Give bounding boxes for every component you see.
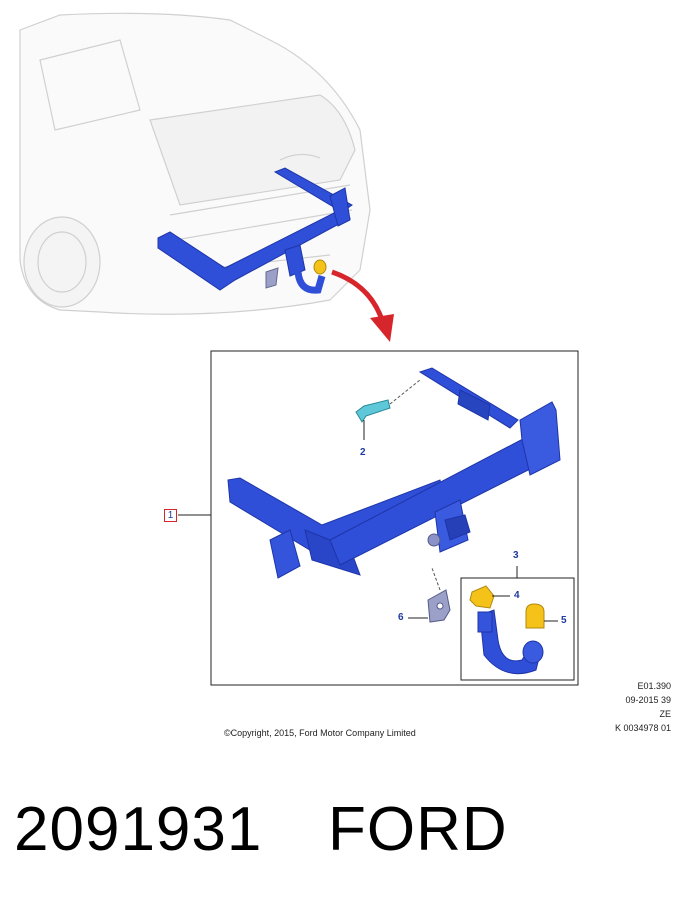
pointer-arrow xyxy=(331,269,394,342)
callout-4: 4 xyxy=(514,590,520,601)
reference-code-3: ZE xyxy=(659,709,671,719)
reference-code-4: K 0034978 01 xyxy=(614,723,671,733)
part-number: 2091931 xyxy=(14,795,263,864)
callout-2: 2 xyxy=(360,447,366,458)
callout-1: 1 xyxy=(164,509,177,522)
towbar-detail xyxy=(227,367,561,579)
callout-5: 5 xyxy=(561,615,567,626)
reference-code-1: E01.390 xyxy=(637,681,671,691)
towball-neck xyxy=(477,609,544,675)
callout-3: 3 xyxy=(513,550,519,561)
reference-code-2: 09-2015 39 xyxy=(625,695,671,705)
detail-frame xyxy=(210,350,579,686)
towbar-on-car xyxy=(157,167,353,294)
part-4-clip xyxy=(469,585,510,609)
part-5-cap xyxy=(525,603,558,629)
brand-name: FORD xyxy=(328,795,508,864)
part-6-bracket xyxy=(408,567,451,623)
copyright-text: ©Copyright, 2015, Ford Motor Company Lim… xyxy=(224,728,416,738)
callout-6: 6 xyxy=(398,612,404,623)
part-2-bolt xyxy=(355,379,421,440)
